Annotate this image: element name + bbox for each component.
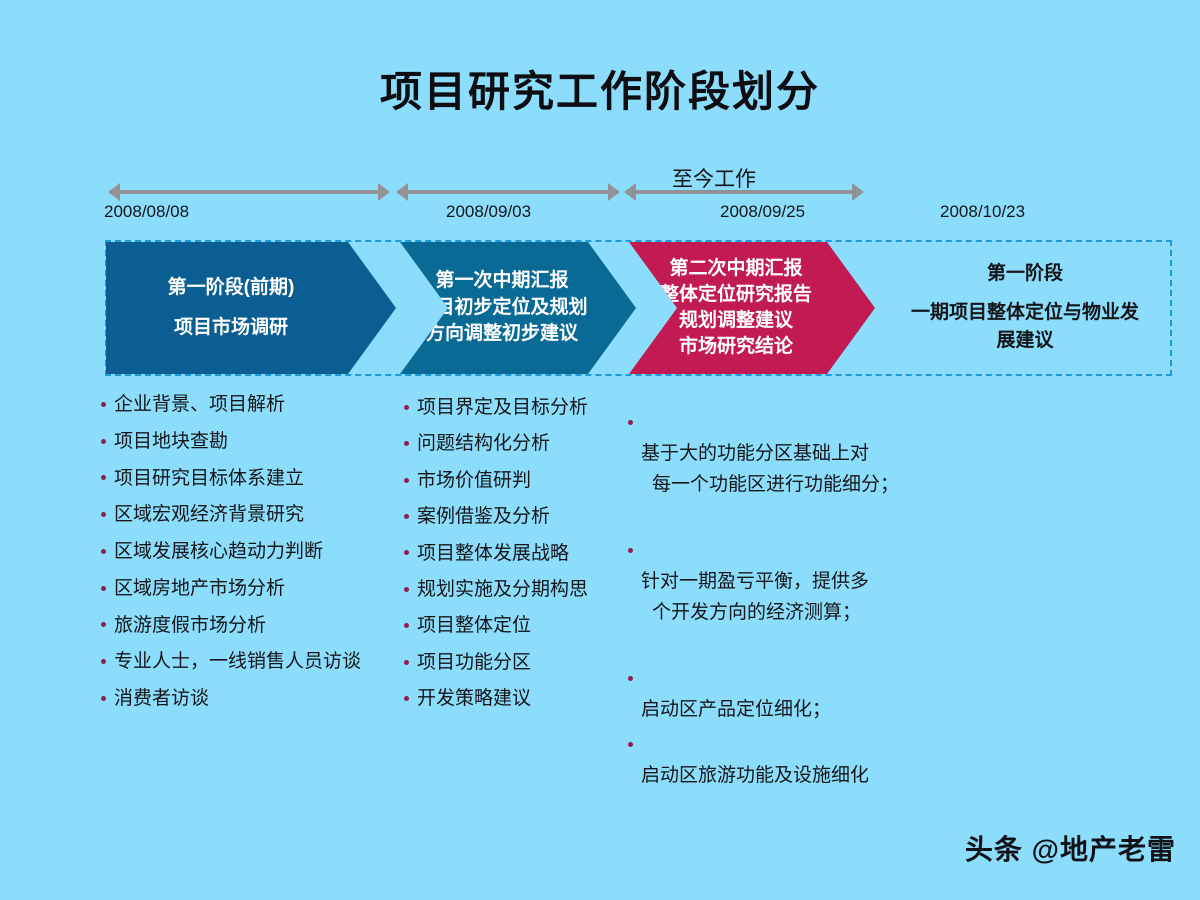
phase-2-line-3: 方向调整初步建议	[425, 323, 578, 345]
list-item: 启动区产品定位细化；	[627, 664, 912, 726]
list-item: 项目功能分区	[403, 648, 618, 678]
list-item: 项目整体定位	[403, 611, 618, 641]
arrow-head-right-2	[608, 183, 620, 201]
list-item-cont: 个开发方向的经济测算；	[652, 601, 862, 623]
list-item: 项目地块查勘	[100, 427, 400, 458]
arrow-line-1	[118, 190, 380, 194]
phase-2-line-2: 项目初步定位及规划	[416, 296, 588, 318]
phase-1-line-2: 项目市场调研	[173, 317, 288, 338]
list-item: 企业背景、项目解析	[100, 390, 400, 421]
list-item: 项目界定及目标分析	[403, 393, 618, 423]
phase-4-line-1: 第一阶段	[986, 263, 1063, 285]
arrow-head-right-1	[378, 183, 390, 201]
phase-3-line-3: 规划调整建议	[678, 310, 793, 331]
phase-4-line-2: 一期项目整体定位与物业发	[910, 301, 1139, 323]
watermark: 头条 @地产老雷	[964, 834, 1176, 865]
list-item: 规划实施及分期构思	[403, 575, 618, 605]
list-item: 消费者访谈	[100, 684, 400, 715]
list-item: 案例借鉴及分析	[403, 502, 618, 532]
list-item: 项目整体发展战略	[403, 539, 618, 569]
timeline: 至今工作 2008/08/08 2008/09/03 2008/09/25 20…	[0, 0, 1200, 240]
timeline-date-3: 2008/09/25	[720, 202, 806, 221]
list-item: 项目研究目标体系建立	[100, 464, 400, 495]
list-item: 市场价值研判	[403, 466, 618, 496]
list-item: 问题结构化分析	[403, 429, 618, 459]
list-item-head: 启动区旅游功能及设施细化	[641, 765, 870, 787]
list-item: 针对一期盈亏平衡，提供多 个开发方向的经济测算；	[627, 536, 912, 659]
phase-1-line-1: 第一阶段(前期)	[167, 277, 295, 299]
deliverables-list-3: 基于大的功能分区基础上对 每一个功能区进行功能细分； 针对一期盈亏平衡，提供多 …	[627, 408, 912, 792]
list-item-head: 基于大的功能分区基础上对	[641, 442, 870, 464]
deliverables-column-3: 基于大的功能分区基础上对 每一个功能区进行功能细分； 针对一期盈亏平衡，提供多 …	[627, 408, 912, 797]
arrow-line-2	[406, 190, 610, 194]
phase-3-line-2: 整体定位研究报告	[659, 284, 812, 306]
phase-3-line-4: 市场研究结论	[678, 335, 793, 357]
phase-chevron-4[interactable]: 第一阶段 一期项目整体定位与物业发 展建议	[880, 242, 1170, 374]
list-item: 区域宏观经济背景研究	[100, 500, 400, 531]
arrow-head-left-3	[624, 183, 636, 201]
list-item-head: 启动区产品定位细化；	[641, 698, 832, 720]
list-item: 旅游度假市场分析	[100, 611, 400, 642]
timeline-date-4: 2008/10/23	[940, 202, 1026, 221]
phase-2-line-1: 第一次中期汇报	[435, 269, 569, 291]
list-item: 启动区旅游功能及设施细化	[627, 731, 912, 793]
deliverables-column-2: 项目界定及目标分析 问题结构化分析 市场价值研判 案例借鉴及分析 项目整体发展战…	[403, 393, 618, 721]
page-title: 项目研究工作阶段划分	[379, 68, 820, 115]
list-item: 基于大的功能分区基础上对 每一个功能区进行功能细分；	[627, 408, 912, 531]
arrow-head-left-1	[108, 183, 120, 201]
phase-3-line-1: 第二次中期汇报	[669, 258, 803, 280]
deliverables-list-2: 项目界定及目标分析 问题结构化分析 市场价值研判 案例借鉴及分析 项目整体发展战…	[403, 393, 618, 715]
list-item: 专业人士，一线销售人员访谈	[100, 647, 400, 678]
arrow-line-3	[634, 190, 854, 194]
deliverables-list-1: 企业背景、项目解析 项目地块查勘 项目研究目标体系建立 区域宏观经济背景研究 区…	[100, 390, 400, 715]
list-item: 区域发展核心趋动力判断	[100, 537, 400, 568]
phase-chevron-1[interactable]: 第一阶段(前期) 项目市场调研	[106, 242, 396, 374]
arrow-head-right-3	[852, 183, 864, 201]
deliverables-column-1: 企业背景、项目解析 项目地块查勘 项目研究目标体系建立 区域宏观经济背景研究 区…	[100, 390, 400, 721]
timeline-above-label: 至今工作	[672, 168, 756, 191]
timeline-date-1: 2008/08/08	[104, 202, 190, 221]
list-item-head: 针对一期盈亏平衡，提供多	[641, 570, 870, 592]
phase-4-line-3: 展建议	[996, 330, 1054, 352]
timeline-date-2: 2008/09/03	[446, 202, 532, 221]
list-item: 区域房地产市场分析	[100, 574, 400, 605]
arrow-head-left-2	[396, 183, 408, 201]
list-item: 开发策略建议	[403, 684, 618, 714]
list-item-cont: 每一个功能区进行功能细分；	[652, 473, 900, 495]
